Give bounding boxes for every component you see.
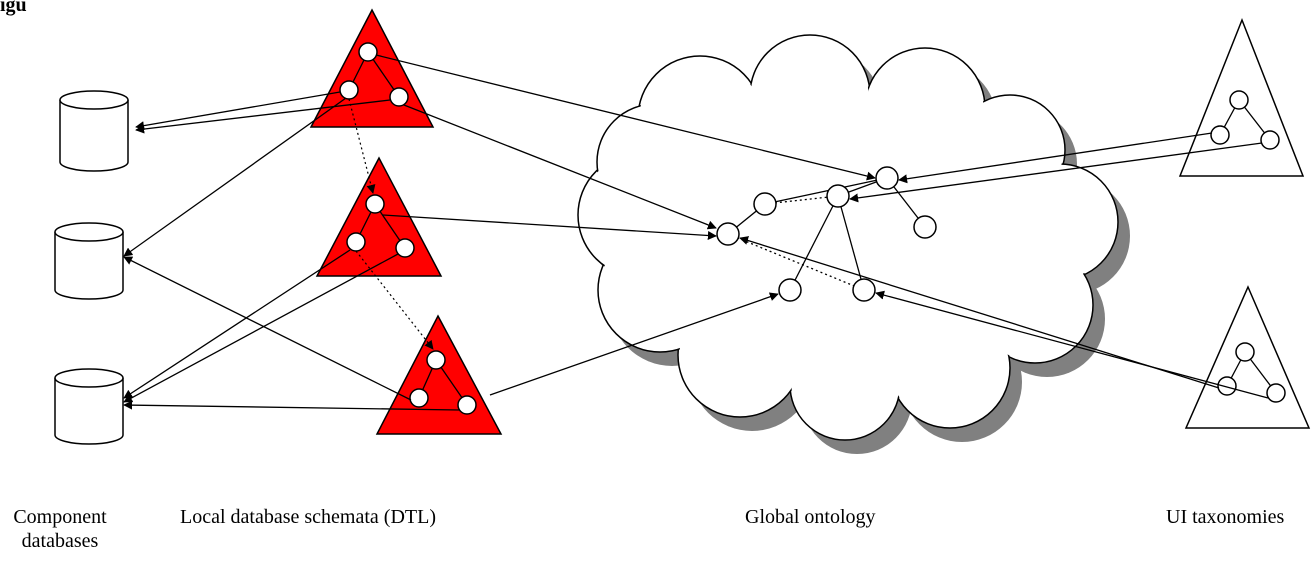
schema-to-database-arrows bbox=[123, 91, 460, 411]
ui-taxonomy-1 bbox=[1178, 17, 1305, 177]
ontology-node bbox=[913, 215, 937, 239]
mapping-arrow bbox=[135, 91, 341, 131]
global-ontology-cloud bbox=[577, 34, 1130, 454]
caption-local-schemata: Local database schemata (DTL) bbox=[180, 506, 436, 528]
ontology-node bbox=[778, 278, 802, 302]
database-3 bbox=[54, 368, 124, 445]
local-schema-3 bbox=[375, 314, 503, 435]
cloud-fill bbox=[579, 36, 1117, 439]
ontology-edge bbox=[764, 177, 888, 205]
caption-component-databases-line2: databases bbox=[21, 530, 99, 552]
integration-diagram bbox=[54, 8, 1311, 454]
mapping-arrow bbox=[849, 142, 1263, 203]
ontology-edge bbox=[837, 195, 865, 291]
caption-component-databases-line1: Component bbox=[13, 506, 107, 528]
mapping-arrow bbox=[135, 99, 391, 134]
local-schema-1 bbox=[309, 8, 435, 128]
caption-global-ontology: Global ontology bbox=[745, 506, 876, 528]
schema-links bbox=[348, 98, 434, 350]
mapping-arrow bbox=[875, 290, 1269, 399]
mapping-arrow bbox=[123, 249, 351, 399]
ontology-node bbox=[716, 222, 740, 246]
database-1 bbox=[59, 90, 129, 172]
schema-link-arrow bbox=[348, 98, 376, 194]
database-2 bbox=[54, 222, 124, 300]
mapping-arrow bbox=[123, 97, 347, 257]
cropped-figure-header: igu bbox=[0, 0, 27, 16]
ontology-edge bbox=[789, 195, 839, 291]
schema-to-ontology-arrows bbox=[375, 54, 876, 396]
taxonomy-to-ontology-arrows bbox=[739, 132, 1269, 399]
ontology-mapping-edge bbox=[764, 195, 839, 205]
mapping-arrow bbox=[123, 400, 460, 411]
mapping-arrow bbox=[898, 132, 1213, 184]
ontology-node bbox=[753, 192, 777, 216]
mapping-arrow bbox=[375, 54, 876, 181]
ontology-node bbox=[826, 184, 850, 208]
ontology-node bbox=[875, 166, 899, 190]
mapping-arrow bbox=[403, 104, 717, 230]
mapping-arrow bbox=[123, 256, 412, 401]
ontology-node bbox=[852, 278, 876, 302]
mapping-arrow bbox=[489, 292, 779, 396]
mapping-arrow bbox=[123, 253, 399, 403]
caption-component-databases: Component databases bbox=[0, 505, 120, 553]
caption-ui-taxonomies: UI taxonomies bbox=[1166, 506, 1285, 528]
schema-link-arrow bbox=[355, 250, 434, 350]
ontology-nodes bbox=[716, 166, 937, 302]
ui-taxonomy-2 bbox=[1184, 285, 1311, 429]
mapping-arrow bbox=[382, 214, 717, 240]
